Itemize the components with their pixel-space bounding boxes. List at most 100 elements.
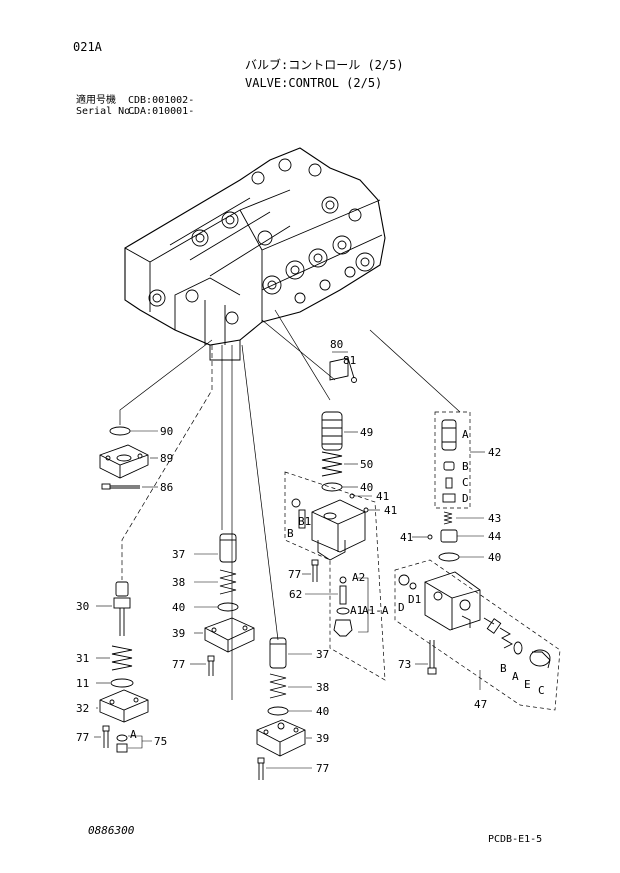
spring-38-lower: [269, 673, 287, 699]
label-A-42: A: [462, 428, 469, 441]
callout-42: 42: [488, 446, 501, 459]
spring-50: [321, 451, 343, 477]
o-ring-A1: [336, 607, 350, 615]
callout-77-far-left: 77: [76, 731, 89, 744]
assembly-group-outline-47: [394, 559, 561, 711]
cap-C: [529, 649, 551, 669]
callout-30: 30: [76, 600, 89, 613]
part-62: [339, 576, 347, 605]
footer-document-number: 0886300: [88, 824, 135, 837]
callout-40-right: 40: [488, 551, 501, 564]
callout-75: 75: [154, 735, 167, 748]
label-C-42: C: [462, 476, 469, 489]
label-B-42: B: [462, 460, 469, 473]
bolt-77-lower: [257, 757, 265, 780]
callout-86: 86: [160, 481, 173, 494]
bolt-73: [427, 640, 437, 675]
label-A2: A2: [352, 571, 365, 584]
label-A1: A1: [350, 604, 363, 617]
spring-43: [443, 511, 453, 525]
label-D: D: [398, 601, 405, 614]
label-A1-A: A1-A: [362, 604, 389, 617]
callout-44: 44: [488, 530, 502, 543]
label-D-42: D: [462, 492, 469, 505]
callout-43: 43: [488, 512, 501, 525]
callout-31: 31: [76, 652, 89, 665]
callout-39-lower: 39: [316, 732, 329, 745]
bolt-77-left: [207, 655, 215, 676]
label-B1: B1: [298, 515, 311, 528]
bolt-77-center: [311, 559, 319, 582]
assembly-group-outline-center: [284, 471, 386, 681]
callout-90: 90: [160, 425, 173, 438]
serial-value-1: CDB:001002-: [128, 95, 195, 106]
serial-value-2: CDA:010001-: [128, 106, 195, 117]
callout-77-center: 77: [288, 568, 301, 581]
o-ring-40-right: [438, 552, 460, 562]
callout-32: 32: [76, 702, 89, 715]
callout-77-lower: 77: [316, 762, 329, 775]
spool-37-lower: [269, 637, 287, 669]
callout-41-a: 41: [376, 490, 389, 503]
spool-37-upper: [219, 533, 237, 563]
valve-body-housing: [124, 147, 386, 361]
spring-38-upper: [219, 569, 237, 595]
cover-32: [99, 689, 149, 723]
spring-kit-right: [483, 617, 523, 655]
nut-A: [333, 619, 353, 637]
callout-37-upper: 37: [172, 548, 185, 561]
spring-31: [111, 645, 133, 671]
valve-block-center: [311, 499, 366, 561]
spool-49: [321, 411, 343, 451]
callout-40-upper: 40: [172, 601, 185, 614]
o-ring-11: [110, 678, 134, 688]
callout-11: 11: [76, 677, 89, 690]
callout-37-lower: 37: [316, 648, 329, 661]
callout-40-lower: 40: [316, 705, 329, 718]
o-ring-90: [109, 426, 131, 436]
callout-89: 89: [160, 452, 173, 465]
callout-81: 81: [343, 354, 356, 367]
callout-40-top: 40: [360, 481, 373, 494]
callout-77-left: 77: [172, 658, 185, 671]
label-E-47: E: [524, 678, 531, 691]
callout-38-upper: 38: [172, 576, 185, 589]
cover-39-upper: [204, 617, 255, 653]
ball-41c: [427, 534, 433, 540]
valve-30: [113, 581, 131, 636]
callout-73: 73: [398, 658, 411, 671]
serial-label-en: Serial No.: [76, 106, 137, 117]
callout-38-lower: 38: [316, 681, 329, 694]
cartridge-42: [441, 419, 457, 503]
callout-41-c: 41: [400, 531, 413, 544]
callout-62: 62: [289, 588, 302, 601]
o-ring-40-upper: [217, 602, 239, 612]
plug-D1: [398, 574, 417, 590]
plate-80: [329, 351, 349, 381]
title-english: VALVE:CONTROL (2/5): [245, 76, 383, 90]
callout-50: 50: [360, 458, 373, 471]
callout-80: 80: [330, 338, 343, 351]
label-C-47: C: [538, 684, 545, 697]
bolt-77-far-left: [102, 725, 110, 748]
plug-44: [440, 529, 458, 543]
label-D1: D1: [408, 593, 421, 606]
serial-label-jp: 適用号機: [76, 95, 116, 106]
callout-41-b: 41: [384, 504, 397, 517]
plug-B1: [291, 498, 306, 529]
title-japanese: バルブ:コントロール (2/5): [245, 58, 404, 72]
washer-A-75: [116, 734, 128, 753]
callout-49: 49: [360, 426, 373, 439]
cover-89: [99, 444, 149, 479]
footer-page-code: PCDB-E1-5: [488, 834, 543, 845]
label-A-47: A: [512, 670, 519, 683]
callout-39-upper: 39: [172, 627, 185, 640]
screw-81: [347, 357, 357, 383]
bolt-86: [101, 483, 140, 490]
drawing-code: 021A: [73, 40, 102, 54]
label-B: B: [287, 527, 294, 540]
label-A-75: A: [130, 728, 137, 741]
callout-47: 47: [474, 698, 487, 711]
cover-39-lower: [256, 719, 306, 757]
